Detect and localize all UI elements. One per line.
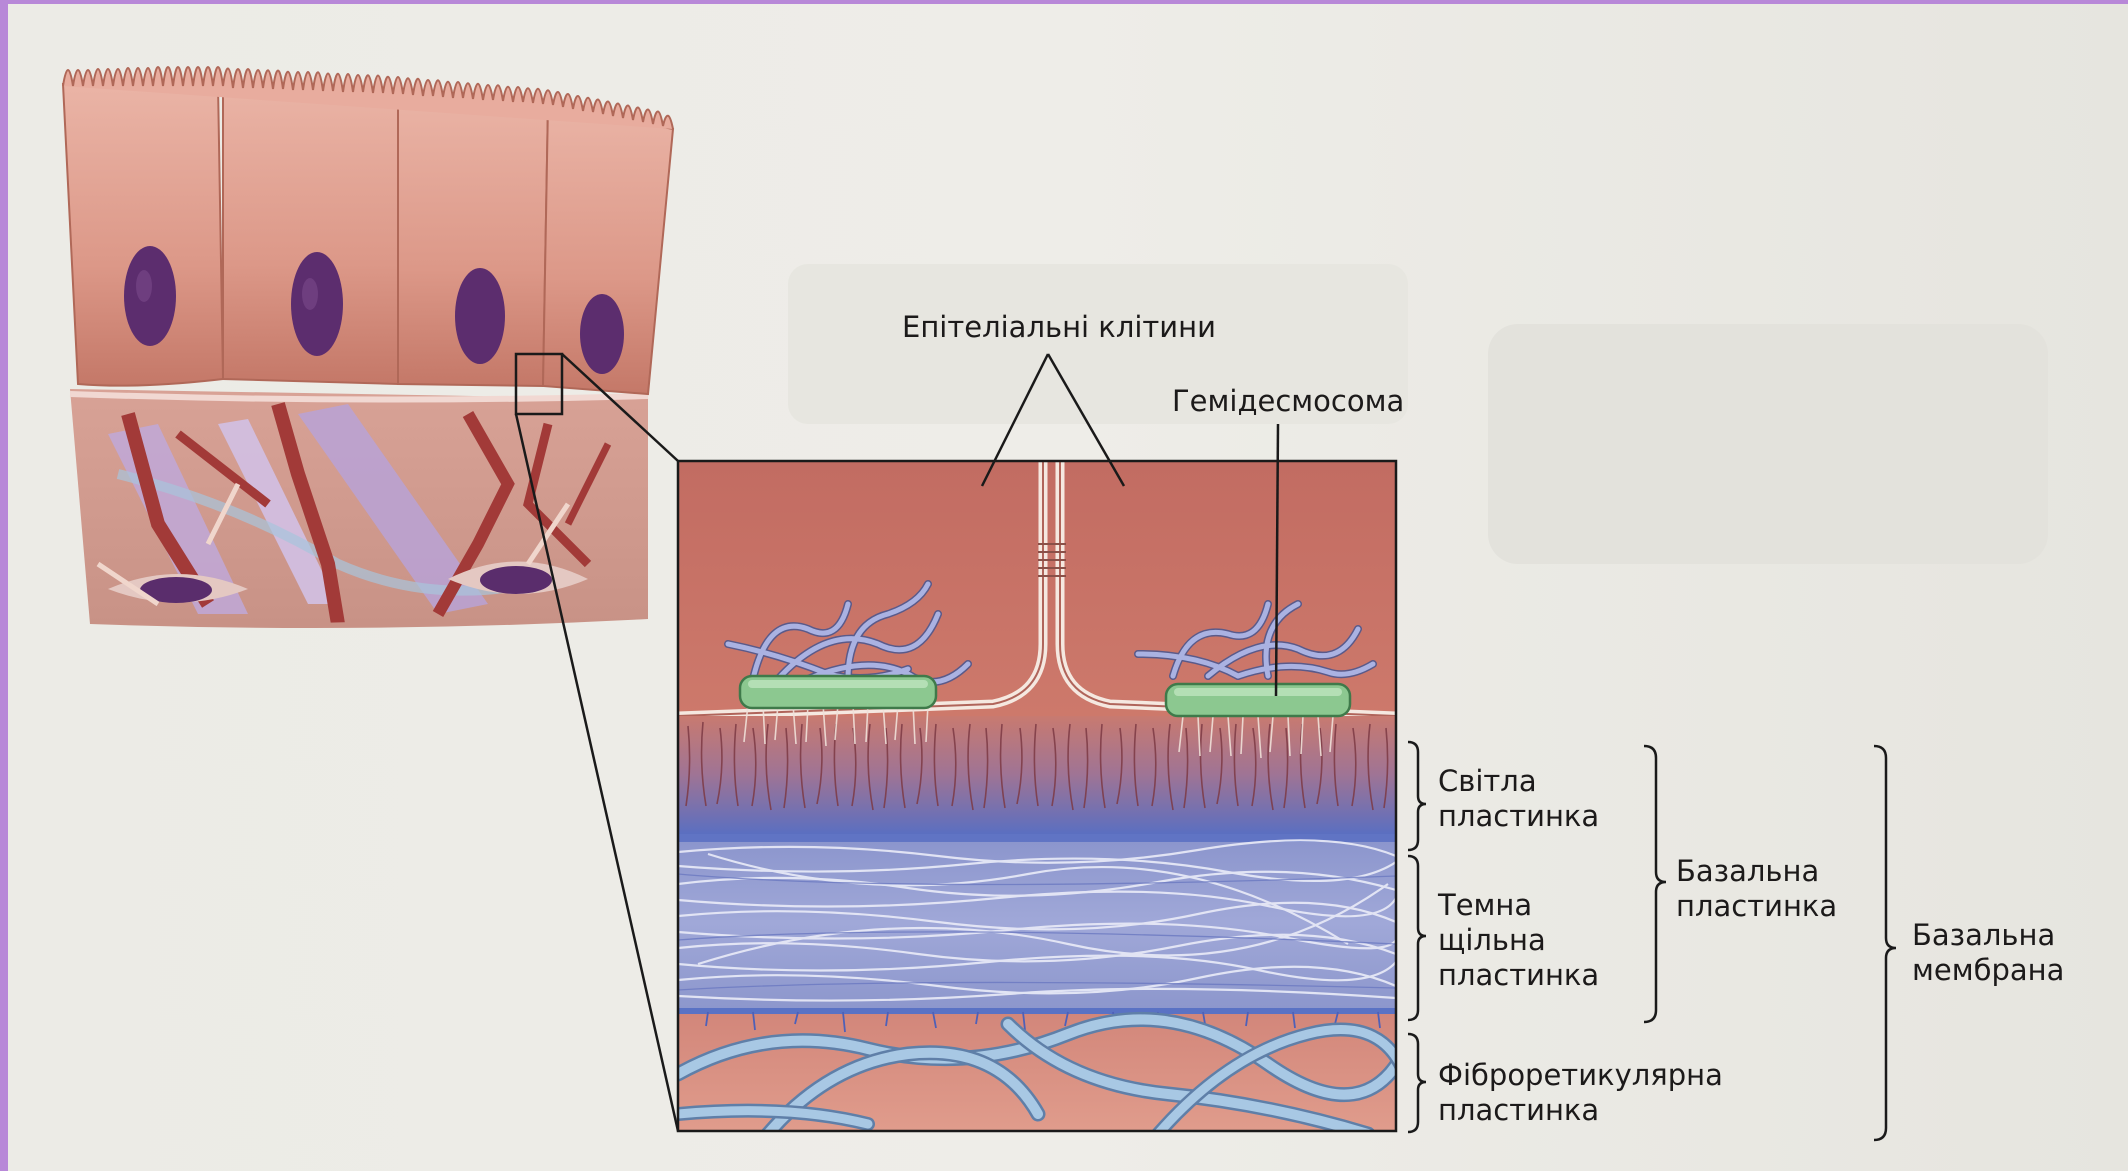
label-basal-lamina: Базальна пластинка: [1676, 854, 1837, 924]
label-lamina-densa: Темна щільна пластинка: [1438, 888, 1599, 993]
epithelium-overview: [63, 67, 673, 628]
brace-lamina-densa: [1408, 856, 1426, 1020]
brace-reticular-lamina: [1408, 1034, 1426, 1132]
label-hemidesmosome: Гемідесмосома: [1172, 384, 1404, 419]
brace-basal-lamina: [1644, 746, 1666, 1022]
label-lamina-lucida: Світла пластинка: [1438, 764, 1599, 834]
brace-basement-membrane: [1874, 746, 1896, 1140]
label-epithelial-cells: Епітеліальні клітини: [902, 310, 1216, 345]
label-basement-membrane: Базальна мембрана: [1912, 918, 2064, 988]
label-reticular-lamina: Фіброретикулярна пластинка: [1438, 1058, 1723, 1128]
basement-membrane-diagram: [8, 4, 2128, 1171]
brace-lamina-lucida: [1408, 742, 1426, 850]
page: Епітеліальні клітини Гемідесмосома Світл…: [8, 4, 2128, 1171]
enlarged-detail: [678, 461, 1408, 1134]
